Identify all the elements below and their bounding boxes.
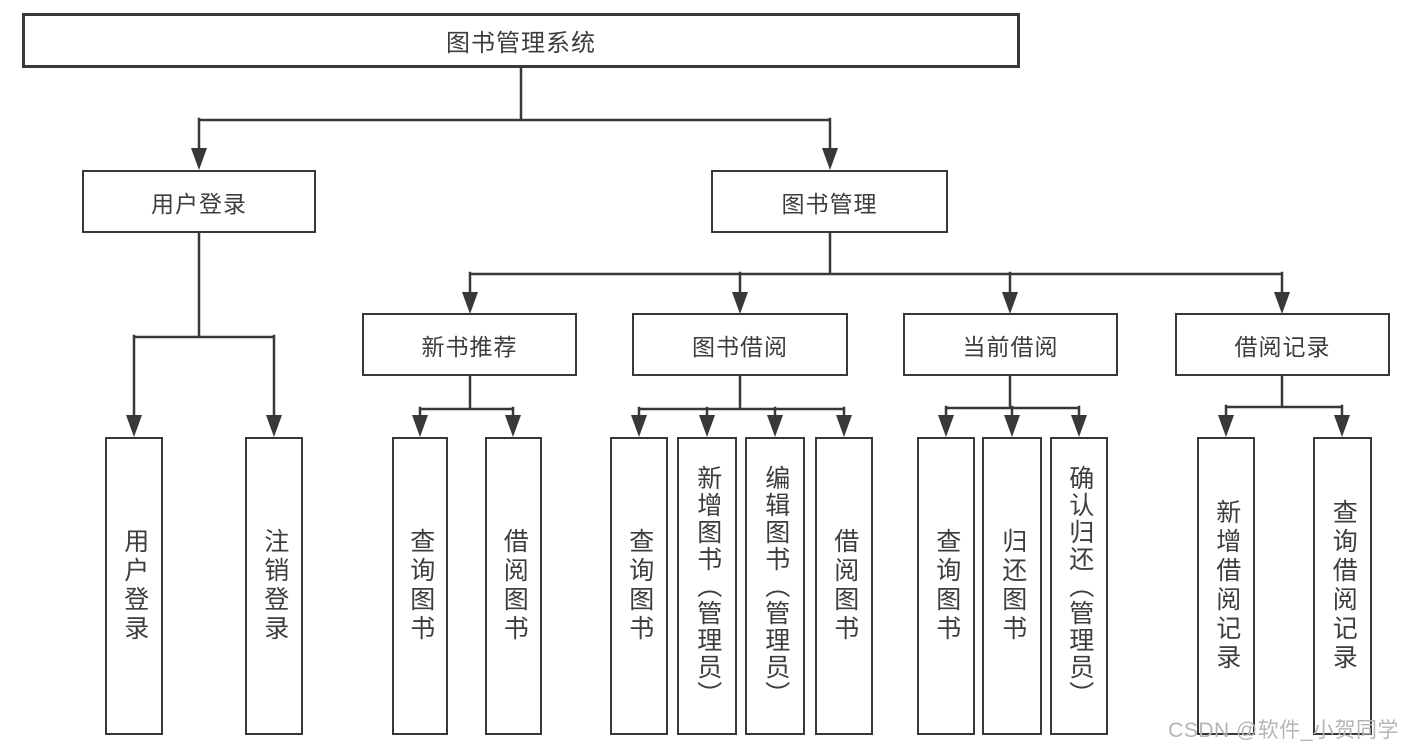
node-current-borrowing: 当前借阅	[903, 313, 1118, 376]
arrowheads	[126, 148, 1350, 437]
leaf-records-query-record: 查询借阅记录	[1313, 437, 1372, 735]
leaf-borrow-query-books: 查询图书	[610, 437, 668, 735]
node-borrowing-records: 借阅记录	[1175, 313, 1390, 376]
node-user-login: 用户登录	[82, 170, 316, 233]
leaf-user-login: 用户登录	[105, 437, 163, 735]
leaf-borrow-borrow-books: 借阅图书	[815, 437, 873, 735]
leaf-borrow-edit-books-admin: 编辑图书（管理员）	[745, 437, 805, 735]
node-book-management: 图书管理	[711, 170, 948, 233]
node-book-borrowing: 图书借阅	[632, 313, 848, 376]
leaf-borrow-add-books-admin: 新增图书（管理员）	[677, 437, 737, 735]
leaf-logout: 注销登录	[245, 437, 303, 735]
leaf-current-query-books: 查询图书	[917, 437, 975, 735]
node-library-system: 图书管理系统	[22, 13, 1020, 68]
leaf-newbooks-borrow-books: 借阅图书	[485, 437, 542, 735]
node-new-book-recommend: 新书推荐	[362, 313, 577, 376]
leaf-current-return-books: 归还图书	[982, 437, 1042, 735]
csdn-watermark: CSDN @软件_小贺同学	[1168, 719, 1399, 742]
leaf-records-add-record: 新增借阅记录	[1197, 437, 1255, 735]
leaf-current-confirm-return-admin: 确认归还（管理员）	[1050, 437, 1108, 735]
leaf-newbooks-query-books: 查询图书	[392, 437, 448, 735]
